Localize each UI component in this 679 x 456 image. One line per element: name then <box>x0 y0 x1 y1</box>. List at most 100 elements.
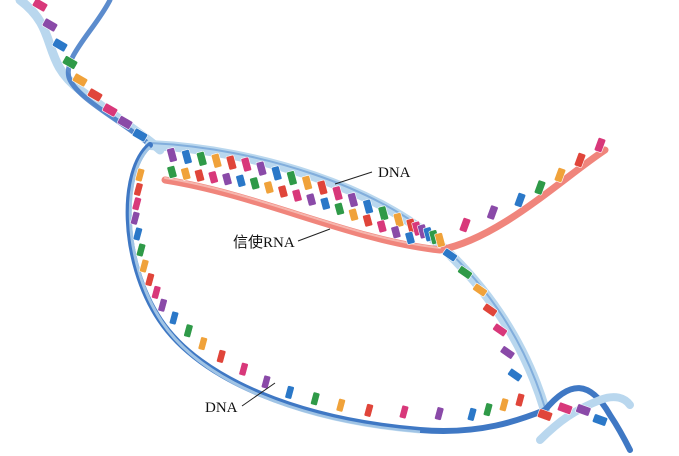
mrna-strand-highlight <box>164 177 441 249</box>
nucleotide-base-icon <box>348 207 359 222</box>
nucleotide-base-icon <box>196 151 208 167</box>
nucleotide-base-icon <box>482 402 494 417</box>
nucleotide-base-icon <box>553 167 567 183</box>
nucleotide-base-icon <box>533 179 547 196</box>
nucleotide-base-icon <box>101 102 119 118</box>
nucleotide-base-icon <box>492 322 508 338</box>
nucleotide-base-icon <box>168 310 180 326</box>
nucleotide-base-icon <box>301 175 313 191</box>
nucleotide-base-icon <box>557 401 573 415</box>
nucleotide-base-icon <box>377 205 389 222</box>
mrna-strand <box>161 146 609 254</box>
nucleotide-base-icon <box>434 406 445 421</box>
nucleotide-base-icon <box>466 407 478 422</box>
dna-right-helix-b <box>536 393 634 444</box>
nucleotide-base-icon <box>347 192 359 208</box>
nucleotide-base-icon <box>263 180 275 195</box>
nucleotide-base-icon <box>575 403 592 417</box>
nucleotide-base-icon <box>593 137 607 153</box>
nucleotide-base-icon <box>166 147 178 163</box>
nucleotide-base-icon <box>144 272 155 287</box>
nucleotide-base-icon <box>221 172 233 186</box>
nucleotide-base-icon <box>71 72 89 88</box>
nucleotide-base-icon <box>573 152 587 168</box>
nucleotide-base-icon <box>482 302 498 318</box>
nucleotide-base-icon <box>31 0 49 13</box>
nucleotide-base-icon <box>238 362 249 377</box>
nucleotide-base-icon <box>131 127 149 143</box>
nucleotide-base-icon <box>457 265 473 280</box>
nucleotide-base-icon <box>286 170 298 186</box>
nucleotide-base-icon <box>331 185 344 202</box>
nucleotide-base-icon <box>362 198 374 215</box>
nucleotide-base-icon <box>376 219 388 234</box>
nucleotide-base-icon <box>116 115 134 130</box>
nucleotide-base-icon <box>183 323 194 338</box>
nucleotide-base-icon <box>51 37 69 53</box>
dna-top-leader-line <box>334 171 373 185</box>
nucleotide-base-icon <box>507 367 523 383</box>
nucleotide-base-icon <box>61 55 79 70</box>
nucleotide-base-icon <box>499 345 516 360</box>
nucleotide-base-icon <box>135 242 147 258</box>
nucleotide-base-icon <box>310 391 321 406</box>
dna-bottom-strand-light <box>128 145 421 434</box>
nucleotide-base-icon <box>225 154 238 171</box>
nucleotide-base-icon <box>86 87 104 103</box>
nucleotide-base-icon <box>537 408 553 422</box>
nucleotide-base-icon <box>513 192 527 208</box>
dna-top-label: DNA <box>378 165 411 181</box>
nucleotide-base-icon <box>472 282 488 298</box>
nucleotide-base-icon <box>235 174 247 188</box>
nucleotide-base-icon <box>139 258 150 274</box>
nucleotide-base-icon <box>197 336 208 351</box>
nucleotide-base-icon <box>41 17 59 33</box>
nucleotide-base-icon <box>334 202 345 216</box>
nucleotide-base-icon <box>284 385 295 400</box>
nucleotide-base-icon <box>335 398 346 413</box>
strand-layer <box>15 0 634 453</box>
nucleotide-base-icon <box>363 403 374 418</box>
nucleotide-base-icon <box>362 213 374 228</box>
nucleotide-base-icon <box>260 374 272 390</box>
nucleotide-base-icon <box>277 184 289 199</box>
nucleotide-base-icon <box>305 192 317 207</box>
nucleotide-base-icon <box>194 168 205 183</box>
nucleotide-base-icon <box>134 167 146 183</box>
dna-bottom-leader-line <box>241 382 276 407</box>
nucleotide-base-icon <box>316 179 329 196</box>
dna-bottom-label: DNA <box>205 400 238 416</box>
dna-right-helix-a <box>542 385 633 453</box>
nucleotide-base-icon <box>216 349 227 364</box>
nucleotide-base-icon <box>157 298 168 313</box>
nucleotide-base-icon <box>514 392 526 408</box>
nucleotide-base-icon <box>271 165 283 182</box>
nucleotide-base-icon <box>390 225 402 239</box>
mrna-leader-line <box>297 228 331 242</box>
nucleotide-base-icon <box>180 166 192 181</box>
nucleotide-base-icon <box>442 247 458 263</box>
dna-helix-strand-a <box>15 0 165 155</box>
nucleotide-base-icon <box>151 285 162 300</box>
nucleotide-base-icon <box>319 196 331 211</box>
nucleotide-base-icon <box>404 231 416 245</box>
nucleotide-base-icon <box>291 188 303 203</box>
nucleotide-base-icon <box>181 149 193 165</box>
nucleotide-base-icon <box>133 182 144 197</box>
nucleotide-base-icon <box>249 176 261 191</box>
nucleotide-base-icon <box>498 397 510 412</box>
nucleotide-base-icon <box>392 212 405 228</box>
labels-layer: DNA 信使RNA DNA <box>205 165 411 416</box>
bases-layer <box>31 0 608 427</box>
nucleotide-base-icon <box>131 196 142 211</box>
nucleotide-base-icon <box>592 413 608 427</box>
nucleotide-base-icon <box>132 226 143 242</box>
dna-helix-strand-b <box>65 0 153 148</box>
nucleotide-base-icon <box>130 211 141 226</box>
nucleotide-base-icon <box>166 165 178 179</box>
nucleotide-base-icon <box>458 217 472 233</box>
nucleotide-base-icon <box>398 404 410 420</box>
nucleotide-base-icon <box>486 204 499 221</box>
mrna-label: 信使RNA <box>233 234 295 251</box>
